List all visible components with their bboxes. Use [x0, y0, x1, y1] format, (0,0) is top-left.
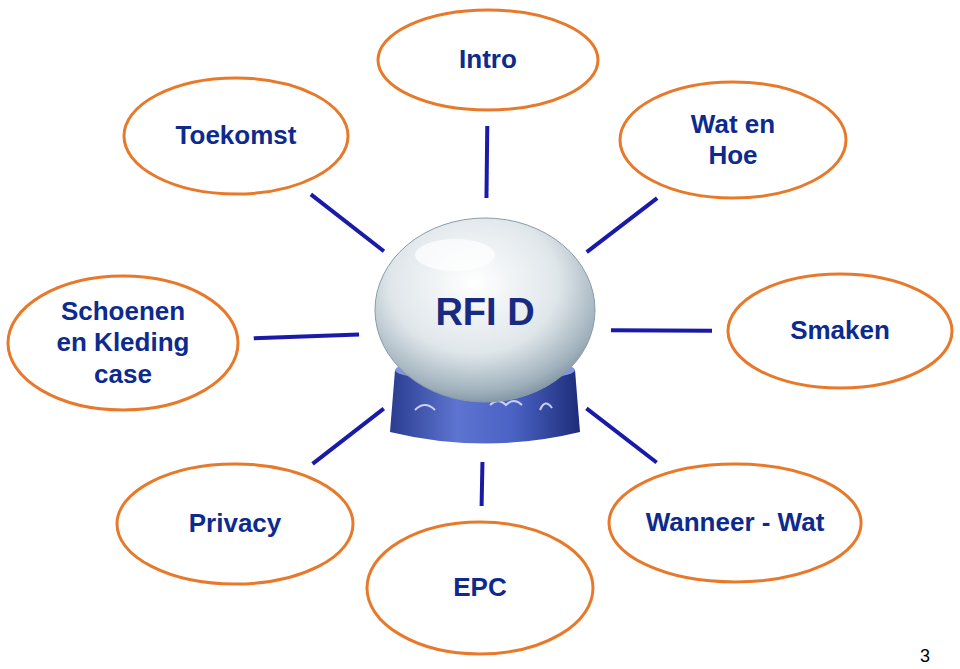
ellipse [609, 464, 861, 582]
topic-ellipse: Privacy [115, 462, 355, 586]
ellipse [620, 82, 846, 198]
topic-ellipse: Toekomst [122, 76, 350, 196]
topic-label: EPC [453, 572, 506, 603]
spoke-line [254, 335, 359, 339]
spoke-line [611, 328, 712, 332]
highlight [415, 239, 495, 271]
topic-label: Intro [459, 44, 517, 75]
page-number: 3 [920, 646, 930, 667]
glass-ball [375, 218, 595, 402]
spoke-line [484, 126, 489, 198]
spoke-line [311, 194, 384, 251]
ellipse [124, 78, 348, 194]
topic-ellipse: Schoenen en Kleding case [6, 274, 240, 412]
topic-ellipse: Wanneer - Wat [607, 462, 863, 584]
spoke-line [586, 408, 656, 462]
topic-label: Wat en Hoe [678, 109, 788, 171]
ellipse [367, 522, 593, 654]
topic-label: Schoenen en Kleding case [48, 296, 198, 390]
topic-label: Toekomst [176, 120, 297, 151]
spoke-line [480, 462, 485, 506]
topic-ellipse: Intro [376, 8, 600, 112]
spoke-line [587, 198, 657, 252]
topic-ellipse: Smaken [726, 272, 954, 390]
topic-ellipse: Wat en Hoe [618, 80, 848, 200]
ellipse [378, 10, 598, 110]
ball-title: RFI D [435, 290, 534, 336]
crystal-ball: RFI D [370, 210, 600, 450]
topic-label: Wanneer - Wat [646, 507, 825, 538]
ellipse [8, 276, 238, 410]
topic-label: Smaken [790, 315, 890, 346]
ellipse [728, 274, 952, 388]
topic-label: Privacy [189, 508, 282, 539]
ellipse [117, 464, 353, 584]
topic-ellipse: EPC [365, 520, 595, 656]
spoke-line [313, 409, 384, 464]
